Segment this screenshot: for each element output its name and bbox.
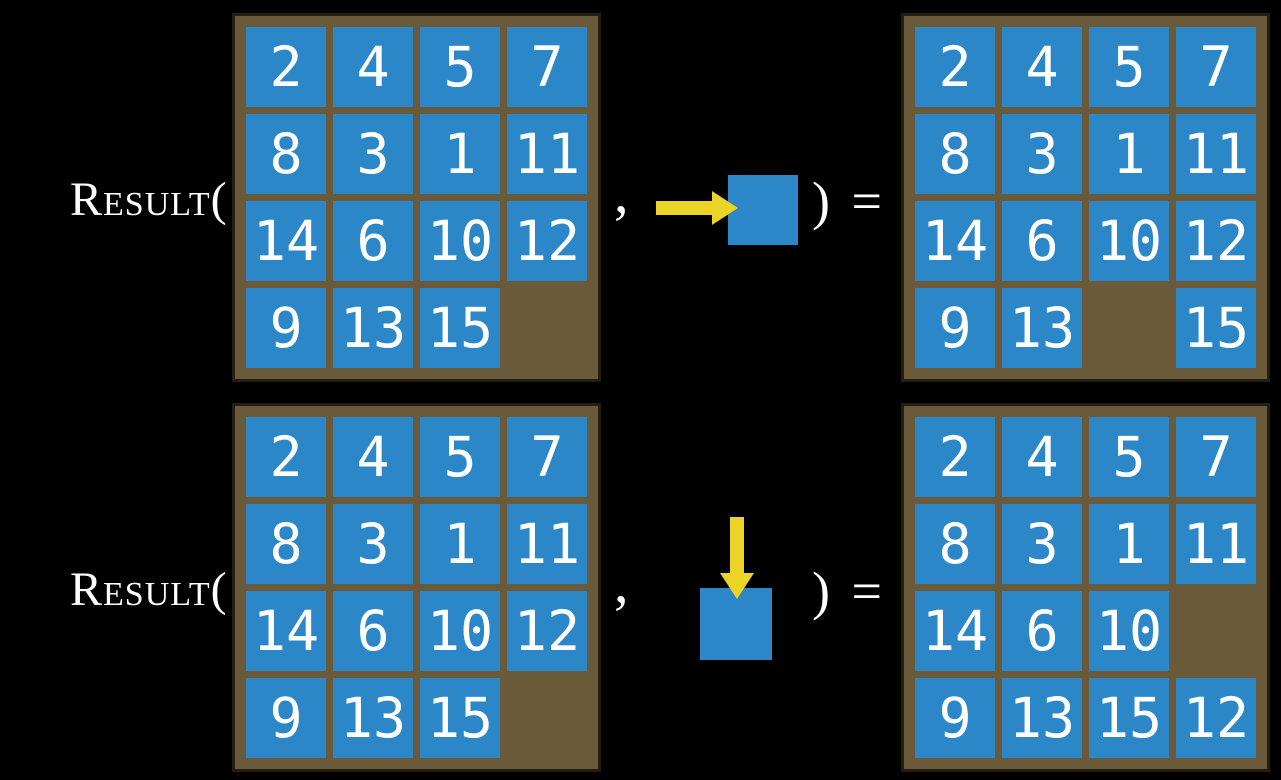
puzzle-tile-10: 10 — [420, 201, 500, 281]
arrow-down-icon — [720, 517, 754, 599]
puzzle-tile-6: 6 — [333, 591, 413, 671]
puzzle-tile-3: 3 — [1002, 504, 1082, 584]
puzzle-tile-3: 3 — [333, 504, 413, 584]
result-function-label: Result( — [70, 173, 228, 226]
puzzle-tile-15: 15 — [420, 288, 500, 368]
puzzle-tile-13: 13 — [1002, 288, 1082, 368]
puzzle-tile-9: 9 — [915, 678, 995, 758]
puzzle-tile-3: 3 — [1002, 114, 1082, 194]
puzzle-tile-8: 8 — [915, 504, 995, 584]
puzzle-tile-6: 6 — [333, 201, 413, 281]
puzzle-tile-10: 10 — [420, 591, 500, 671]
puzzle-tile-15: 15 — [420, 678, 500, 758]
puzzle-tile-7: 7 — [1176, 417, 1256, 497]
puzzle-tile-12: 12 — [507, 591, 587, 671]
puzzle-tile-14: 14 — [915, 201, 995, 281]
puzzle-tile-13: 13 — [1002, 678, 1082, 758]
puzzle-tile-2: 2 — [915, 27, 995, 107]
puzzle-tile-6: 6 — [1002, 201, 1082, 281]
puzzle-tile-7: 7 — [507, 27, 587, 107]
puzzle-tile-11: 11 — [1176, 504, 1256, 584]
arrow-right-icon — [656, 191, 738, 225]
puzzle-tile-9: 9 — [915, 288, 995, 368]
puzzle-tile-13: 13 — [333, 678, 413, 758]
puzzle-tile-1: 1 — [420, 504, 500, 584]
empty-cell — [507, 288, 587, 368]
puzzle-tile-8: 8 — [246, 504, 326, 584]
empty-cell — [1176, 591, 1256, 671]
puzzle-tile-4: 4 — [1002, 27, 1082, 107]
puzzle-tile-3: 3 — [333, 114, 413, 194]
puzzle-tile-12: 12 — [1176, 678, 1256, 758]
puzzle-tile-6: 6 — [1002, 591, 1082, 671]
puzzle-tile-14: 14 — [246, 591, 326, 671]
puzzle-tile-14: 14 — [246, 201, 326, 281]
puzzle-tile-10: 10 — [1089, 591, 1169, 671]
empty-cell — [507, 678, 587, 758]
close-paren-equals: ) = — [812, 171, 882, 231]
puzzle-tile-12: 12 — [507, 201, 587, 281]
empty-cell — [1089, 288, 1169, 368]
puzzle-tile-9: 9 — [246, 288, 326, 368]
puzzle-tile-2: 2 — [246, 27, 326, 107]
puzzle-tile-11: 11 — [507, 504, 587, 584]
puzzle-tile-1: 1 — [1089, 114, 1169, 194]
puzzle-tile-11: 11 — [507, 114, 587, 194]
close-paren-equals: ) = — [812, 561, 882, 621]
puzzle-tile-9: 9 — [246, 678, 326, 758]
puzzle-tile-14: 14 — [915, 591, 995, 671]
puzzle-tile-12: 12 — [1176, 201, 1256, 281]
comma-separator: , — [614, 160, 629, 225]
comma-separator: , — [614, 550, 629, 615]
puzzle-tile-8: 8 — [246, 114, 326, 194]
puzzle-tile-5: 5 — [1089, 27, 1169, 107]
puzzle-tile-11: 11 — [1176, 114, 1256, 194]
puzzle-tile-7: 7 — [1176, 27, 1256, 107]
action-tile — [728, 175, 798, 245]
puzzle-tile-13: 13 — [333, 288, 413, 368]
result-function-label: Result( — [70, 563, 228, 616]
puzzle-tile-4: 4 — [1002, 417, 1082, 497]
puzzle-tile-2: 2 — [246, 417, 326, 497]
puzzle-tile-15: 15 — [1089, 678, 1169, 758]
puzzle-tile-10: 10 — [1089, 201, 1169, 281]
puzzle-tile-1: 1 — [1089, 504, 1169, 584]
puzzle-tile-15: 15 — [1176, 288, 1256, 368]
puzzle-tile-5: 5 — [420, 417, 500, 497]
puzzle-tile-7: 7 — [507, 417, 587, 497]
puzzle-tile-8: 8 — [915, 114, 995, 194]
puzzle-tile-5: 5 — [420, 27, 500, 107]
puzzle-tile-1: 1 — [420, 114, 500, 194]
puzzle-tile-2: 2 — [915, 417, 995, 497]
action-tile — [700, 588, 772, 660]
puzzle-tile-4: 4 — [333, 417, 413, 497]
puzzle-tile-5: 5 — [1089, 417, 1169, 497]
puzzle-tile-4: 4 — [333, 27, 413, 107]
